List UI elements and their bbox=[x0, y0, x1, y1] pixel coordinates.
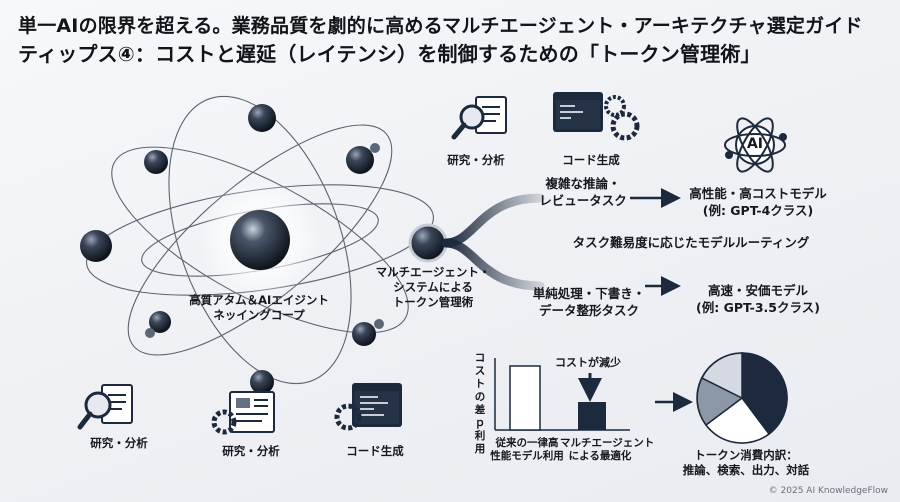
hub-label-line2: システムによる bbox=[393, 280, 473, 294]
lower-model-label: 高速・安価モデル (例: GPT-3.5クラス) bbox=[678, 282, 838, 316]
bottom-research-label-2: 研究・分析 bbox=[222, 444, 280, 458]
hub-label: マルチエージェント・ システムによる トークン管理術 bbox=[373, 265, 493, 310]
node-bottom bbox=[250, 370, 274, 394]
hub-label-line1: マルチエージェント・ bbox=[375, 265, 491, 279]
token-caption-line2: 推論、検索、出力、対話 bbox=[682, 463, 810, 477]
pie-slice-output bbox=[696, 376, 744, 427]
lower-task-label: 単純処理・下書き・ データ整形タスク bbox=[524, 285, 654, 319]
upper-model-line2: (例: GPT-4クラス) bbox=[702, 203, 814, 218]
core-label-line1: 高質アタム＆AIエイジント bbox=[189, 293, 329, 307]
bar2-label: マルチエージェント による最適化 bbox=[560, 437, 655, 463]
core-sphere bbox=[230, 210, 290, 270]
hub-label-line3: トークン管理術 bbox=[392, 295, 474, 309]
bar2-label-line1: マルチエージェント bbox=[560, 437, 655, 449]
bottom-codegen-label: コード生成 bbox=[346, 444, 404, 458]
routing-caption: タスク難易度に応じたモデルルーティング bbox=[572, 235, 810, 250]
upper-task-label: 複雑な推論・ レビュータスク bbox=[528, 175, 638, 209]
node-upper-left bbox=[144, 150, 168, 174]
node-lower-left bbox=[149, 311, 171, 333]
node-lower-right bbox=[352, 322, 376, 346]
cost-chart-ylabel: コストの差ｐ利用 bbox=[474, 352, 486, 455]
pie-slice-search bbox=[704, 396, 771, 444]
bar1-label: 従来の一律高 性能モデル利用 bbox=[487, 437, 567, 463]
bar-optimized bbox=[578, 402, 606, 430]
ai-brain-icon bbox=[724, 117, 787, 173]
research-icon-bottom-2 bbox=[211, 391, 275, 435]
ai-badge-text: AI bbox=[746, 136, 764, 152]
upper-model-line1: 高性能・高コストモデル bbox=[689, 186, 827, 201]
bar2-label-line2: による最適化 bbox=[568, 450, 632, 462]
hub-node bbox=[408, 223, 448, 263]
node-lower-left-moon bbox=[145, 328, 155, 338]
token-breakdown-caption: トークン消費内訳： 推論、検索、出力、対話 bbox=[676, 448, 816, 478]
pie-slice-inference bbox=[741, 352, 788, 436]
research-icon-bottom-1 bbox=[77, 384, 133, 430]
title-line1: 単一AIの限界を超える。業務品質を劇的に高めるマルチエージェント・アーキテクチャ… bbox=[18, 15, 863, 37]
code-icon-bottom bbox=[334, 383, 402, 431]
bottom-research-label-1: 研究・分析 bbox=[90, 436, 148, 450]
upper-task-line1: 複雑な推論・ bbox=[545, 176, 621, 191]
node-lower-right-moon bbox=[374, 319, 384, 329]
core-label-line2: ネッイングコープ bbox=[213, 308, 305, 322]
upper-model-label: 高性能・高コストモデル (例: GPT-4クラス) bbox=[678, 185, 838, 219]
node-top bbox=[248, 104, 276, 132]
research-icon-top bbox=[451, 96, 507, 140]
title-line2: ティップス④：コストと遅延（レイテンシ）を制御するための「トークン管理術」 bbox=[18, 42, 761, 66]
pie-slice-dialog bbox=[700, 352, 743, 400]
node-upper-right-moon bbox=[370, 143, 380, 153]
bar-conventional bbox=[509, 365, 541, 431]
node-upper-right bbox=[346, 146, 374, 174]
lower-task-line1: 単純処理・下書き・ bbox=[532, 286, 646, 301]
routing-arrows bbox=[630, 188, 681, 296]
satellite-nodes bbox=[80, 104, 448, 394]
token-pie bbox=[696, 352, 788, 444]
code-icon-top bbox=[553, 92, 640, 141]
page-title: 単一AIの限界を超える。業務品質を劇的に高めるマルチエージェント・アーキテクチャ… bbox=[18, 12, 888, 68]
routing-flow bbox=[441, 193, 545, 291]
lower-task-line2: データ整形タスク bbox=[538, 303, 639, 318]
core-label: 高質アタム＆AIエイジント ネッイングコープ bbox=[166, 293, 352, 323]
token-caption-line1: トークン消費内訳： bbox=[694, 448, 798, 462]
node-left bbox=[80, 230, 112, 262]
bar1-label-line2: 性能モデル利用 bbox=[490, 450, 564, 462]
lower-model-line2: (例: GPT-3.5クラス) bbox=[696, 300, 820, 315]
top-codegen-label: コード生成 bbox=[562, 153, 620, 167]
lower-model-line1: 高速・安価モデル bbox=[707, 283, 808, 298]
cost-decrease-label: コストが減少 bbox=[555, 356, 621, 369]
copyright: © 2025 AI KnowledgeFlow bbox=[768, 486, 888, 496]
top-research-label: 研究・分析 bbox=[447, 153, 505, 167]
cost-chart bbox=[494, 358, 630, 431]
bar1-label-line1: 従来の一律高 bbox=[495, 437, 559, 449]
upper-task-line2: レビュータスク bbox=[539, 193, 627, 208]
